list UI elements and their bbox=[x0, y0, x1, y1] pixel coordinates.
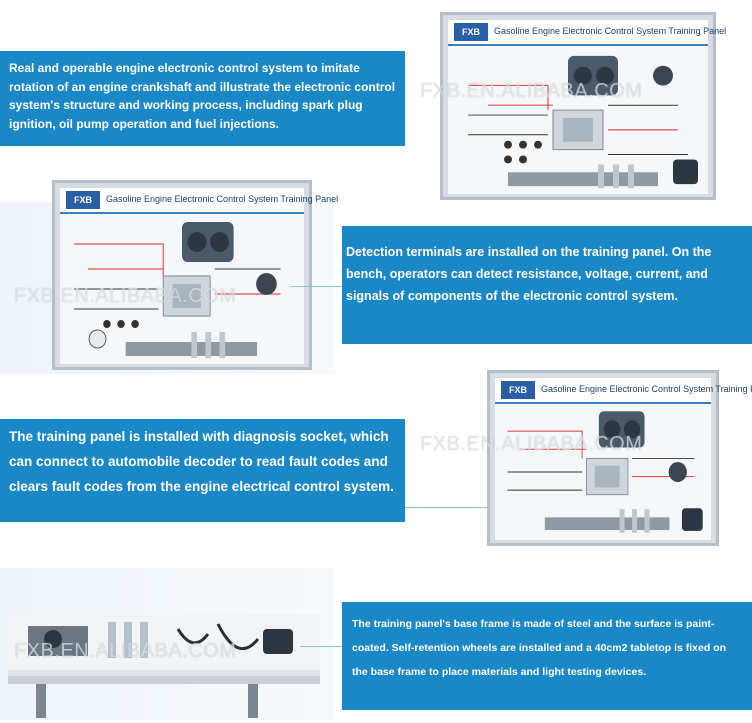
panel-header: FXB Gasoline Engine Electronic Control S… bbox=[60, 188, 338, 214]
caption-3: The training panel is installed with dia… bbox=[0, 419, 405, 522]
panel-logo: FXB bbox=[454, 23, 488, 41]
caption-2-text: Detection terminals are installed on the… bbox=[346, 245, 712, 303]
training-panel-image-2: FXB Gasoline Engine Electronic Control S… bbox=[52, 180, 338, 370]
panel-components-illustration bbox=[468, 55, 698, 189]
caption-1-text: Real and operable engine electronic cont… bbox=[9, 61, 396, 131]
panel-board: FXB Gasoline Engine Electronic Control S… bbox=[60, 188, 338, 364]
panel-components-illustration bbox=[74, 222, 281, 358]
panel-title: Gasoline Engine Electronic Control Syste… bbox=[541, 384, 752, 394]
caption-1: Real and operable engine electronic cont… bbox=[0, 51, 405, 146]
bench-base-frame-image bbox=[8, 614, 320, 718]
panel-board: FXB Gasoline Engine Electronic Control S… bbox=[495, 378, 752, 540]
caption-4: The training panel's base frame is made … bbox=[342, 602, 752, 710]
caption-4-text: The training panel's base frame is made … bbox=[352, 618, 727, 679]
section-3: FXB Gasoline Engine Electronic Control S… bbox=[0, 365, 752, 546]
connector-line-4 bbox=[300, 646, 342, 647]
section-1: FXB Gasoline Engine Electronic Control S… bbox=[0, 0, 752, 200]
connector-line-3 bbox=[405, 507, 487, 508]
connector-line-2 bbox=[290, 286, 342, 287]
panel-title: Gasoline Engine Electronic Control Syste… bbox=[106, 194, 339, 204]
panel-logo: FXB bbox=[66, 191, 100, 209]
training-panel-image-3: FXB Gasoline Engine Electronic Control S… bbox=[487, 370, 752, 546]
caption-3-text: The training panel is installed with dia… bbox=[9, 429, 394, 494]
training-panel-image-1: FXB Gasoline Engine Electronic Control S… bbox=[440, 12, 726, 200]
bench-illustration bbox=[8, 614, 320, 718]
section-4: FXB.EN.ALIBABA.COM The training panel's … bbox=[0, 568, 752, 720]
panel-board: FXB Gasoline Engine Electronic Control S… bbox=[448, 20, 726, 194]
panel-logo: FXB bbox=[501, 381, 535, 399]
panel-header: FXB Gasoline Engine Electronic Control S… bbox=[448, 20, 726, 46]
panel-components-illustration bbox=[507, 411, 703, 533]
panel-header: FXB Gasoline Engine Electronic Control S… bbox=[495, 378, 752, 404]
section-2: FXB Gasoline Engine Electronic Control S… bbox=[0, 180, 752, 375]
panel-title: Gasoline Engine Electronic Control Syste… bbox=[494, 26, 727, 36]
caption-2: Detection terminals are installed on the… bbox=[342, 226, 752, 344]
